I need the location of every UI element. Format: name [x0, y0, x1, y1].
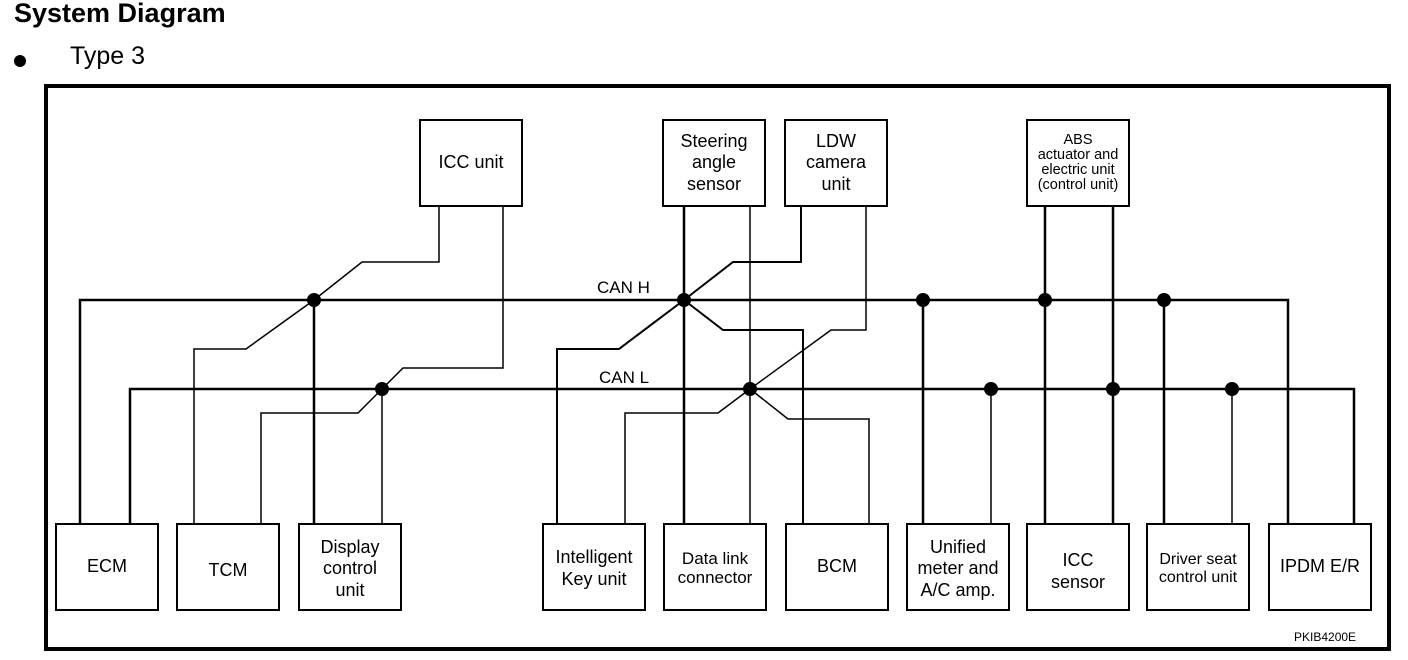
intelligent-key-unit-label: Intelligent Key unit — [555, 547, 633, 589]
ipdm-er-label: IPDM E/R — [1279, 556, 1360, 577]
wire-ldw-h — [556, 206, 802, 524]
ecm-box — [55, 523, 159, 611]
wire-bcm-l — [749, 388, 870, 524]
splice-point — [307, 293, 321, 307]
wire-icc-unit-h — [193, 206, 440, 524]
splice-point — [677, 293, 691, 307]
splice-point — [1038, 293, 1052, 307]
can-h-label: CAN H — [597, 278, 650, 297]
steering-angle-sensor-label: Steering angle sensor — [680, 130, 748, 194]
wire-ldw-l — [624, 206, 867, 524]
display-control-unit-box — [298, 523, 402, 611]
ldw-camera-unit-box — [784, 119, 888, 207]
icc-sensor-box — [1026, 523, 1130, 611]
splice-point — [743, 382, 757, 396]
ipdm-er-box — [1268, 523, 1372, 611]
diagram-frame — [44, 84, 1391, 651]
data-link-connector-label: Data link connector — [677, 549, 753, 587]
bcm-label: BCM — [817, 556, 857, 577]
can-l-bus-line — [128, 387, 1356, 524]
driver-seat-control-unit-label: Driver seat control unit — [1158, 551, 1238, 586]
unified-meter-label: Unified meter and A/C amp. — [917, 536, 999, 600]
diagram-type-label: Type 3 — [70, 42, 146, 70]
display-control-unit-label: Display control unit — [320, 536, 380, 600]
splice-point — [1157, 293, 1171, 307]
splice-point — [916, 293, 930, 307]
abs-actuator-box — [1026, 119, 1130, 207]
bullet-icon — [14, 55, 26, 67]
page-title: System Diagram — [14, 0, 226, 28]
splice-point — [1225, 382, 1239, 396]
splice-point — [375, 382, 389, 396]
intelligent-key-unit-box — [542, 523, 646, 611]
wire-bcm-h — [683, 299, 804, 524]
steering-angle-sensor-box — [662, 119, 766, 207]
icc-unit-box — [419, 119, 523, 207]
tcm-label: TCM — [208, 560, 248, 581]
data-link-connector-box — [663, 523, 767, 611]
bcm-box — [785, 523, 889, 611]
splice-point — [984, 382, 998, 396]
diagram-code: PKIB4200E — [1294, 630, 1357, 644]
unified-meter-box — [906, 523, 1010, 611]
driver-seat-control-unit-box — [1146, 523, 1250, 611]
icc-sensor-label: ICC sensor — [1050, 550, 1106, 592]
ecm-label: ECM — [87, 556, 127, 577]
tcm-box — [176, 523, 280, 611]
ldw-camera-unit-label: LDW camera unit — [805, 130, 867, 194]
can-l-label: CAN L — [599, 368, 650, 387]
splice-point — [1106, 382, 1120, 396]
abs-actuator-label: ABS actuator and electric unit (control … — [1037, 131, 1119, 194]
icc-unit-label: ICC unit — [438, 152, 504, 173]
